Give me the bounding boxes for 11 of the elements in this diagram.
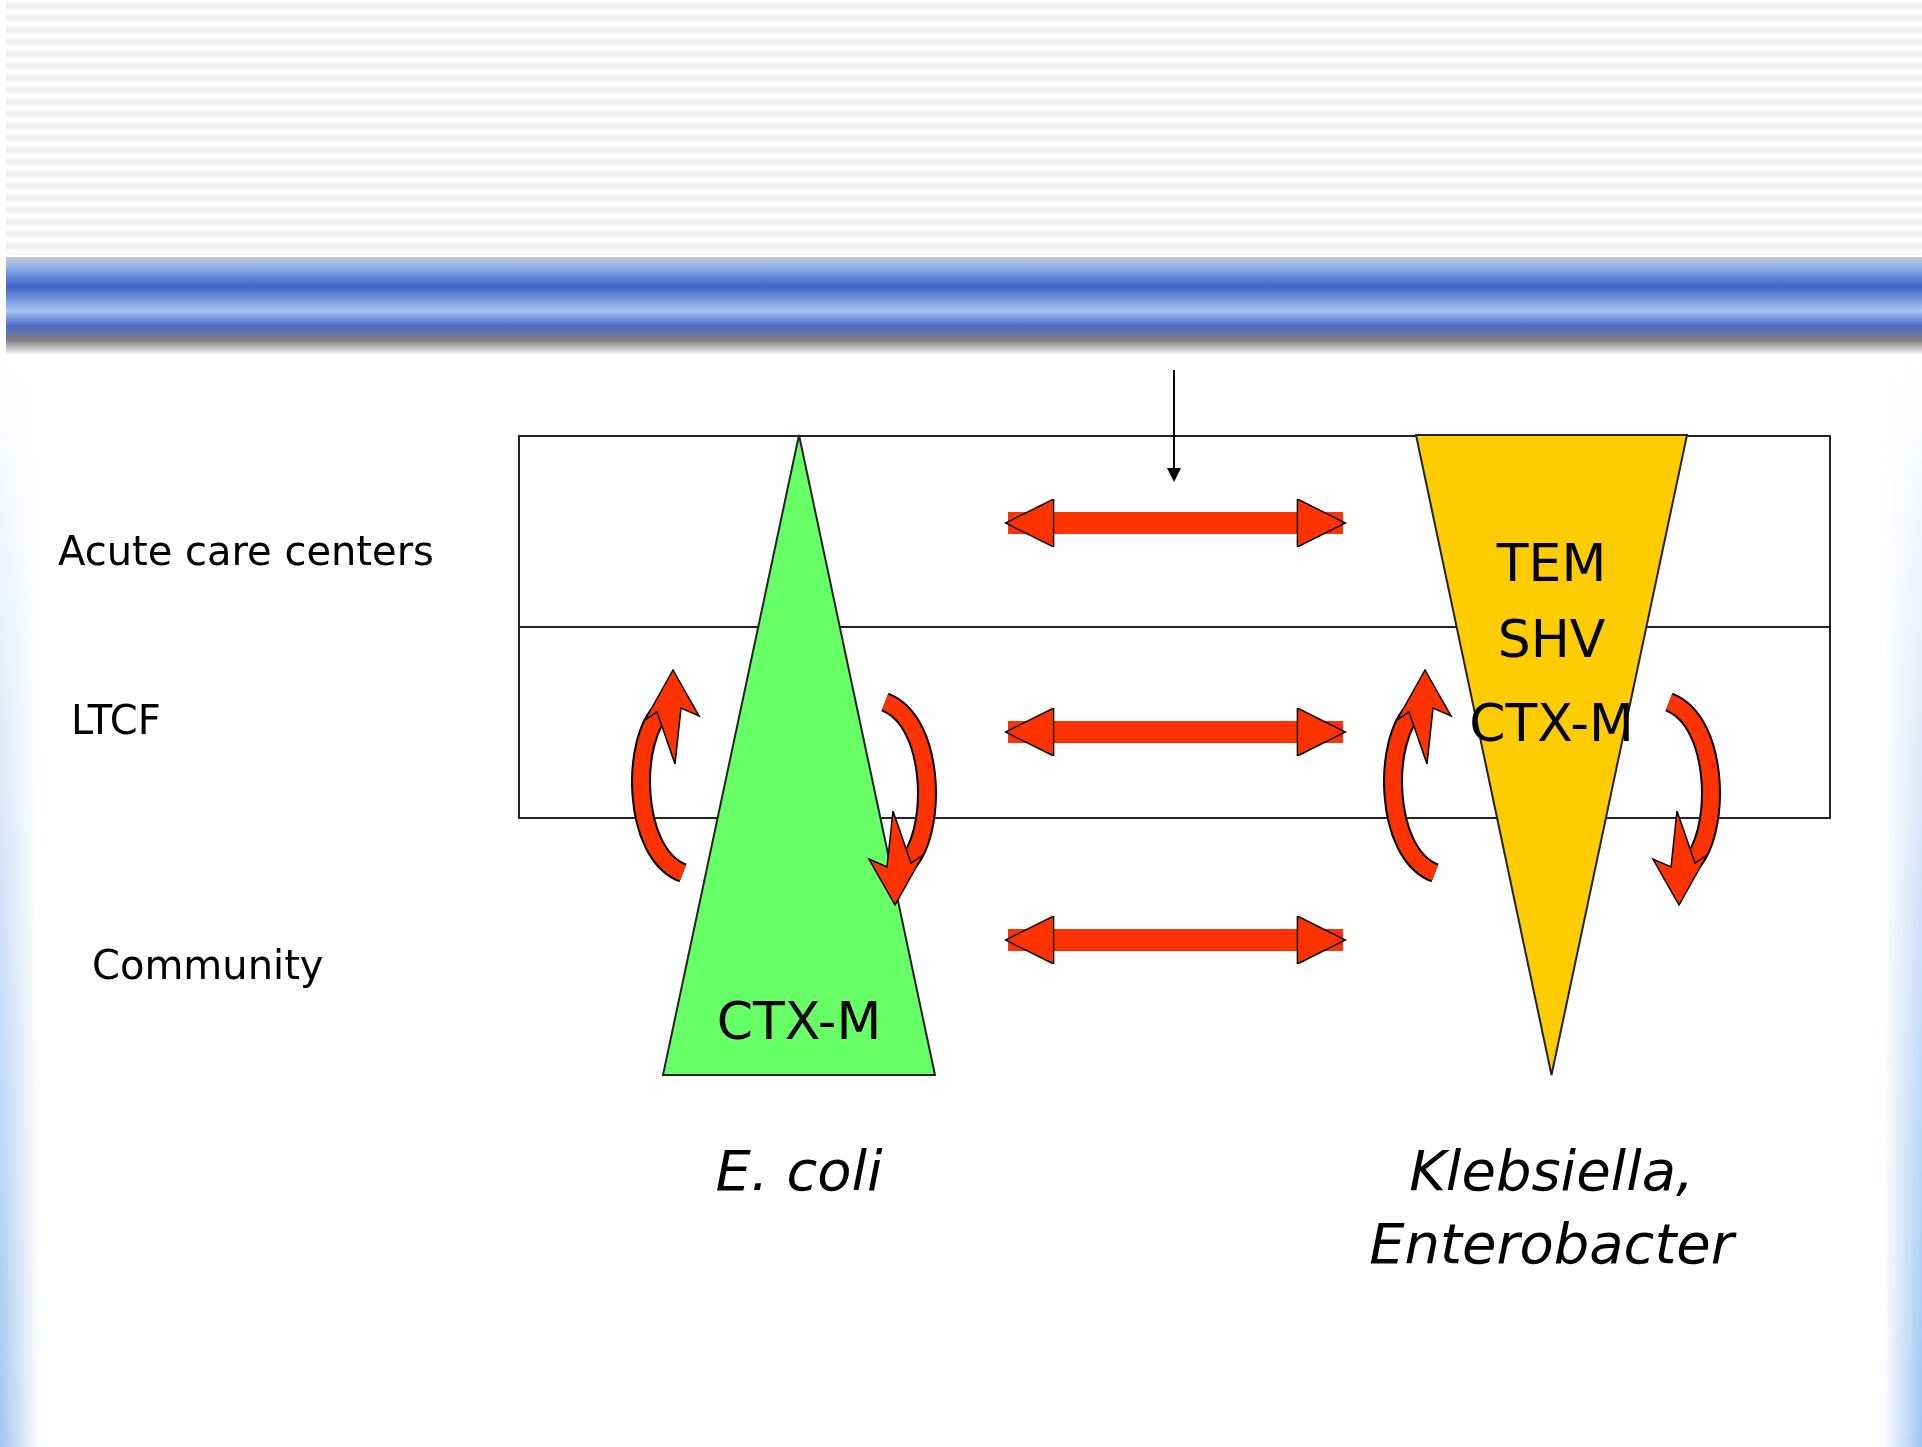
node-label: SHV [1497,613,1606,665]
double-arrow [1004,915,1347,965]
double-arrow [1004,498,1347,548]
species-caption: Klebsiella, Enterobacter [1291,1135,1812,1281]
species-caption: E. coli [714,1137,884,1205]
setting-label: LTCF [71,697,161,743]
node-label: TEM [1496,537,1607,589]
double-arrow [1004,707,1347,757]
setting-label: Community [92,942,324,988]
node-label: CTX-M [716,995,882,1047]
setting-label: Acute care centers [58,528,434,574]
